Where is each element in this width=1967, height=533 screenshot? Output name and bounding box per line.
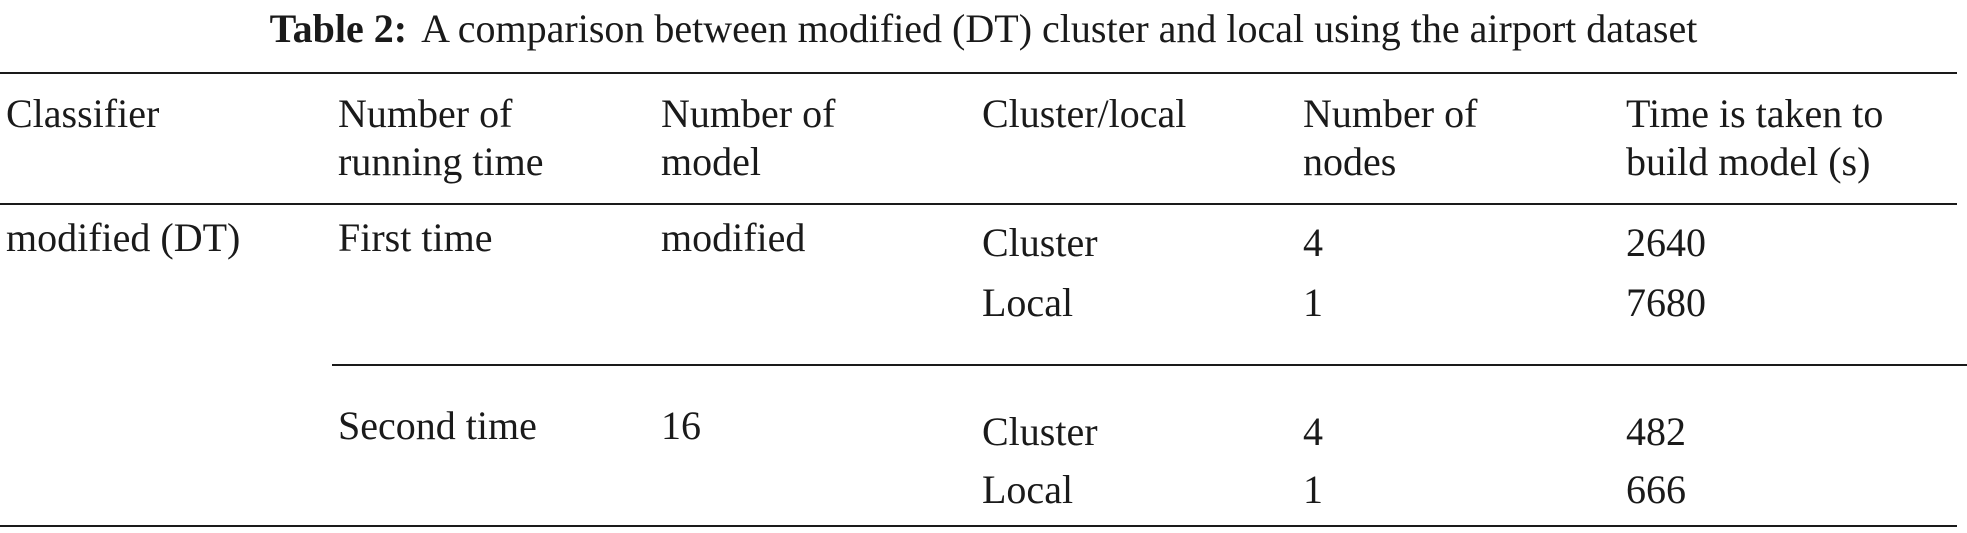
- model-cell: 16: [661, 403, 701, 448]
- model-cell: modified: [661, 215, 806, 260]
- nodes-cell: 1: [1303, 467, 1323, 512]
- time-cell: 666: [1626, 467, 1686, 512]
- header-cluster-local: Cluster/local: [982, 91, 1187, 136]
- time-cell: 2640: [1626, 220, 1706, 265]
- caption-text: A comparison between modified (DT) clust…: [421, 6, 1698, 51]
- caption-label: Table 2:: [269, 6, 408, 51]
- group-separator-rule: [332, 364, 1967, 366]
- mode-cell: Cluster: [982, 220, 1098, 265]
- mode-cell: Cluster: [982, 409, 1098, 454]
- classifier-cell: modified (DT): [6, 215, 241, 260]
- time-cell: 482: [1626, 409, 1686, 454]
- table-bottom-rule: [0, 525, 1957, 527]
- time-cell: 7680: [1626, 280, 1706, 325]
- header-rule: [0, 203, 1957, 205]
- running-time-cell: First time: [338, 215, 493, 260]
- mode-cell: Local: [982, 467, 1074, 512]
- table-caption: Table 2: A comparison between modified (D…: [0, 4, 1967, 54]
- header-classifier: Classifier: [6, 91, 160, 136]
- running-time-cell: Second time: [338, 403, 537, 448]
- nodes-cell: 1: [1303, 280, 1323, 325]
- mode-cell: Local: [982, 280, 1074, 325]
- table-top-rule: [0, 72, 1957, 74]
- nodes-cell: 4: [1303, 220, 1323, 265]
- nodes-cell: 4: [1303, 409, 1323, 454]
